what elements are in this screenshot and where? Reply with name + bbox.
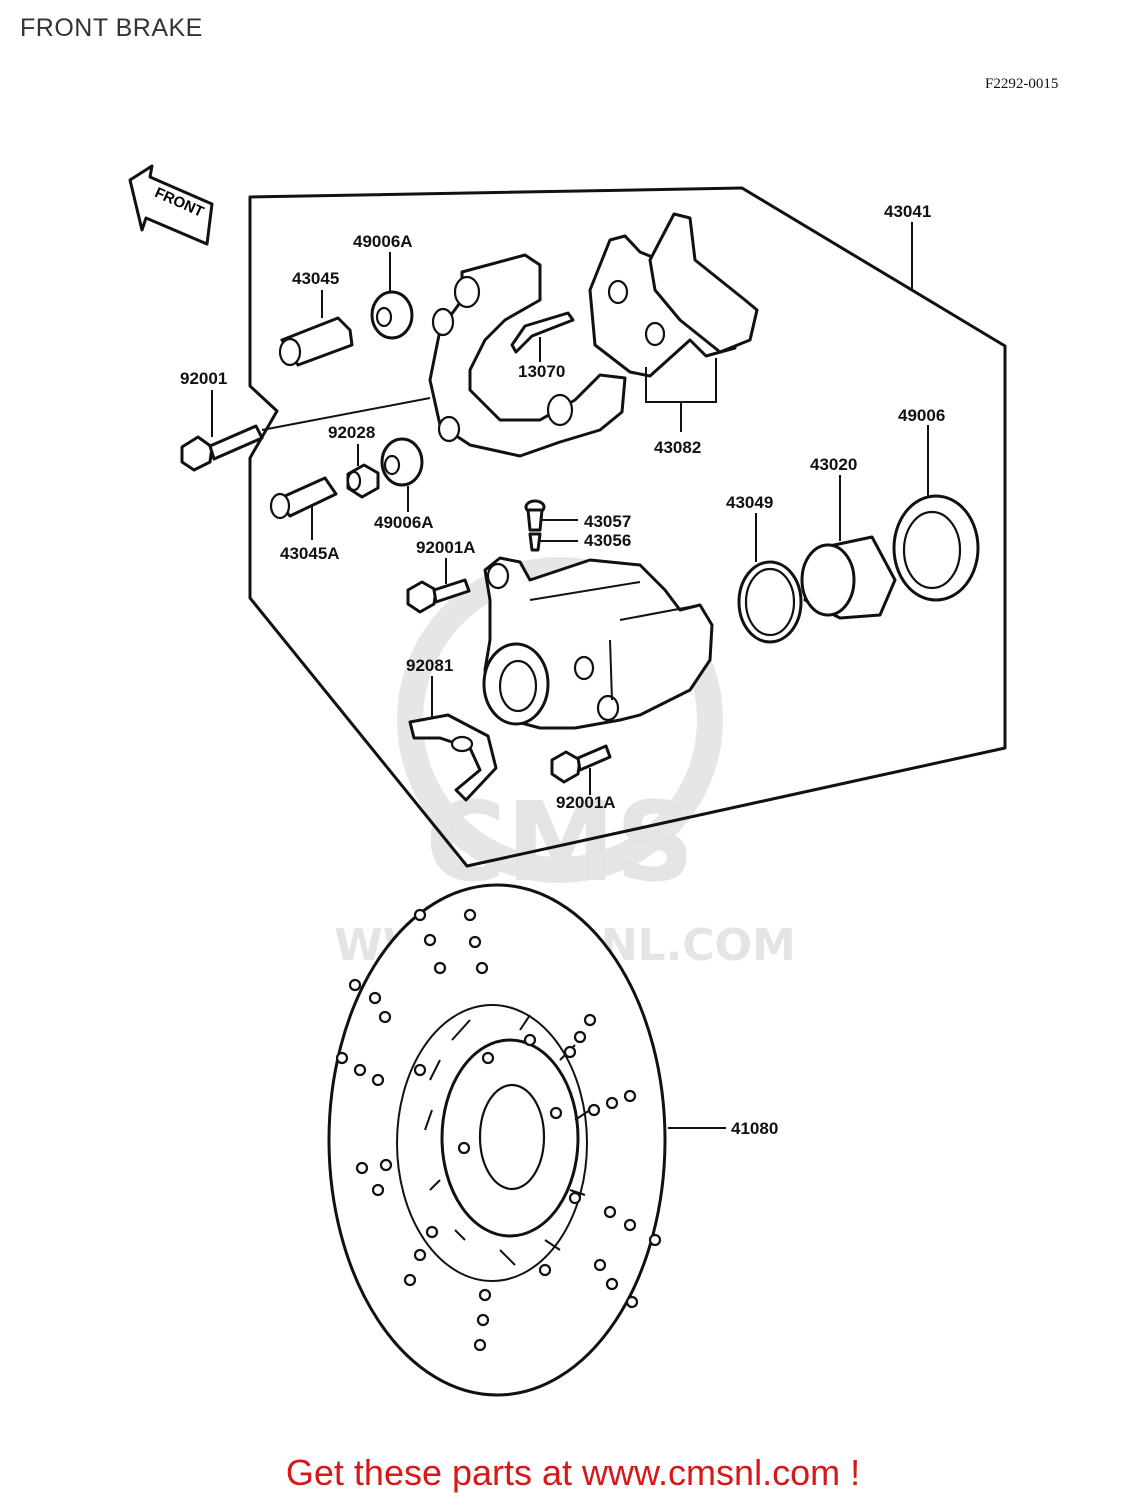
label-92028[interactable]: 92028 [328,423,375,442]
label-43041[interactable]: 43041 [884,202,931,221]
label-49006[interactable]: 49006 [898,406,945,425]
label-49006a-top[interactable]: 49006A [353,232,413,251]
label-92001[interactable]: 92001 [180,369,227,388]
label-43020[interactable]: 43020 [810,455,857,474]
cta-banner: Get these parts at www.cmsnl.com ! [0,1452,1146,1494]
boot-49006a-top [370,290,414,340]
brake-disc-41080 [327,883,667,1397]
label-92001a-top[interactable]: 92001A [416,538,476,557]
bolt-92001 [180,424,264,472]
watermark-logo-text: CMS [425,778,694,906]
label-41080[interactable]: 41080 [731,1119,778,1138]
caliper-kit-outline [248,186,1007,868]
label-43056[interactable]: 43056 [584,531,631,550]
piston-seal-43049 [737,560,803,644]
retainer-clip-92081 [408,713,498,802]
sleeve-92028 [346,463,380,499]
bolt-92001a-top [406,578,471,614]
bolt-92001a-bottom [550,744,612,784]
label-92081[interactable]: 92081 [406,656,453,675]
piston-43020 [800,535,897,620]
page-title: FRONT BRAKE [20,14,203,42]
label-92001a-bottom[interactable]: 92001A [556,793,616,812]
dust-seal-49006 [892,494,980,602]
caliper-bracket [428,253,627,458]
label-49006a-bottom[interactable]: 49006A [374,513,434,532]
pin-43045a [269,476,338,520]
boot-49006a-bottom [380,437,424,487]
label-43049[interactable]: 43049 [726,493,773,512]
bolt-92001-axis [261,397,431,431]
label-43045a[interactable]: 43045A [280,544,340,563]
label-13070[interactable]: 13070 [518,362,565,381]
label-43057[interactable]: 43057 [584,512,631,531]
pin-43045 [278,316,354,367]
pad-spring [510,311,575,354]
label-43045[interactable]: 43045 [292,269,339,288]
disc-holes [335,908,662,1352]
bleeder-valve [524,499,546,552]
diagram-code: F2292-0015 [985,76,1059,92]
label-43082[interactable]: 43082 [654,438,701,457]
brake-pads [588,212,759,378]
cta-link[interactable]: Get these parts at www.cmsnl.com ! [285,1452,861,1493]
parts-diagram: CMS WWW.CMSNL.COM FRONT 43041 13070 4308… [128,164,1007,1397]
caliper-body [482,556,714,730]
front-direction-arrow: FRONT [128,164,214,246]
